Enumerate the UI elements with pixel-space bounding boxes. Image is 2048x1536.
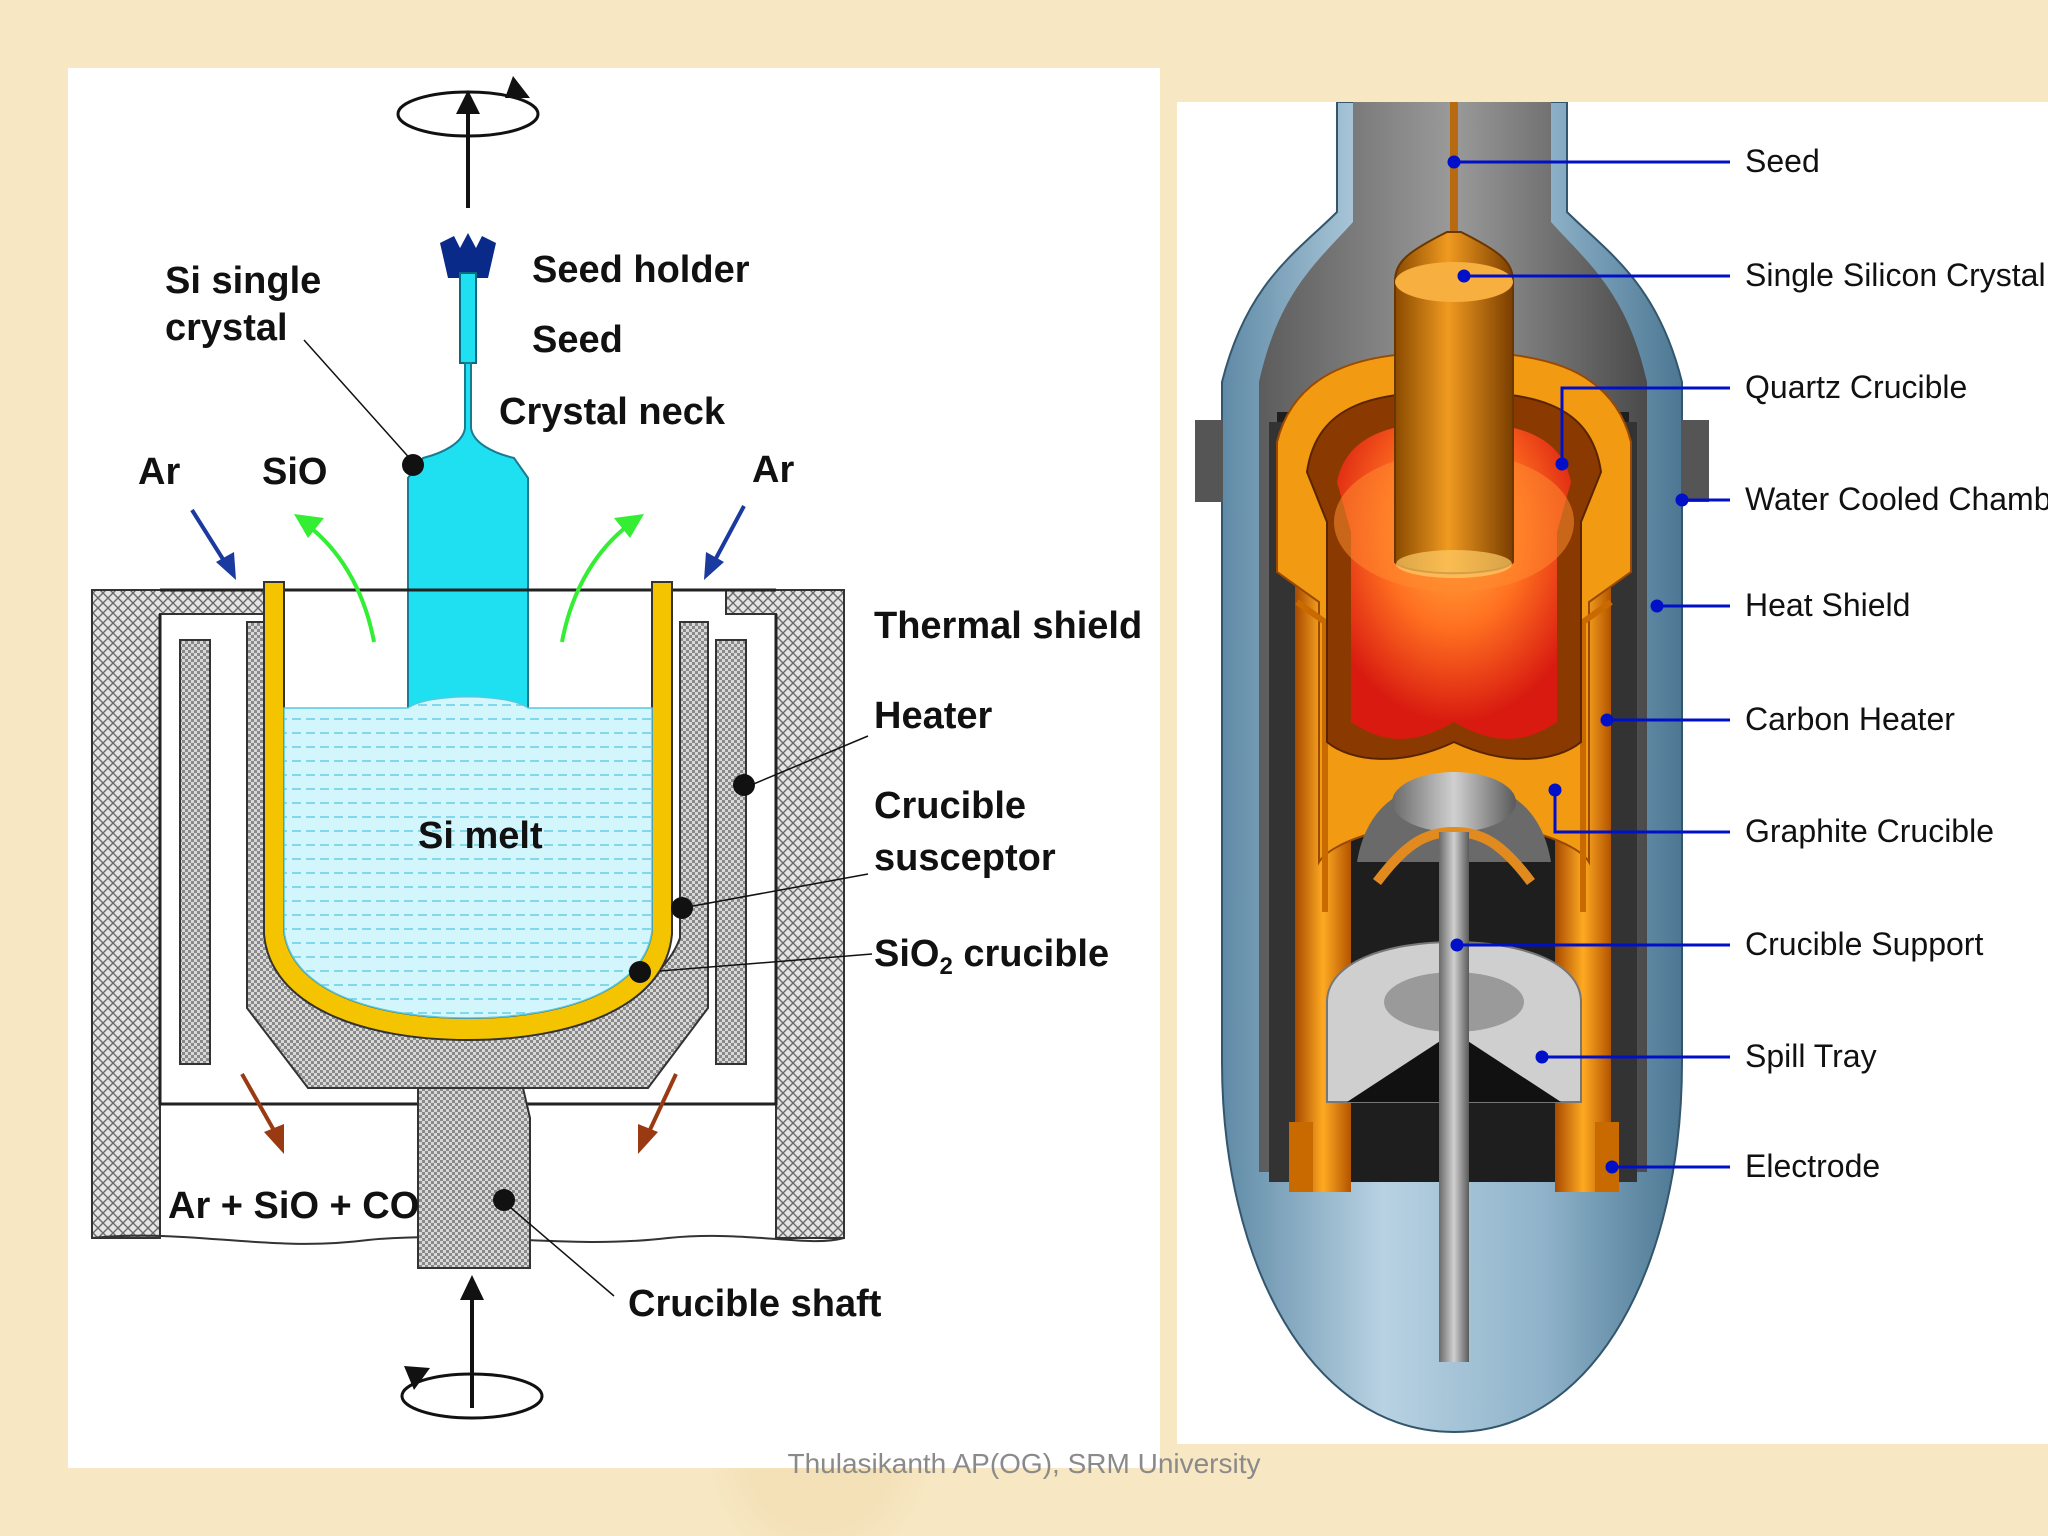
label-crucible-shaft: Crucible shaft	[628, 1283, 882, 1325]
label-sio2-crucible: SiO2 crucible	[874, 933, 1109, 980]
rotation-bottom-icon	[400, 1275, 544, 1420]
seed-holder	[440, 233, 496, 364]
crucible-shaft	[417, 1087, 531, 1269]
crucible-support	[1357, 772, 1551, 886]
label-spill-tray: Spill Tray	[1745, 1038, 1877, 1074]
sio-outflow-left-arrow	[294, 514, 376, 643]
label-seed: Seed	[532, 319, 623, 361]
cz-schematic-panel: Seed holder Seed Crystal neck Si single …	[68, 68, 1160, 1468]
label-seed-holder: Seed holder	[532, 249, 750, 291]
cz-furnace-cutaway-panel: Seed Single Silicon Crystal Quartz Cruci…	[1177, 102, 2048, 1444]
label-sio: SiO	[262, 451, 327, 493]
label-heater: Heater	[874, 695, 992, 737]
electrode	[1289, 1122, 1619, 1192]
label-heat-shield: Heat Shield	[1745, 587, 1910, 623]
exhaust-left-arrow	[240, 1073, 284, 1154]
label-crucible: Crucible	[874, 785, 1026, 827]
label-graphite-crucible: Graphite Crucible	[1745, 813, 1994, 849]
leader-lines	[1447, 155, 1730, 1174]
si-melt	[283, 696, 653, 1019]
heater	[179, 639, 747, 1065]
label-electrode: Electrode	[1745, 1148, 1880, 1184]
label-exhaust: Ar + SiO + CO	[168, 1185, 419, 1227]
label-seed: Seed	[1745, 143, 1820, 179]
label-crucible-support: Crucible Support	[1745, 926, 1983, 962]
cz-furnace-cutaway: Seed Single Silicon Crystal Quartz Cruci…	[1195, 102, 2048, 1434]
label-si-melt: Si melt	[418, 815, 543, 857]
crucible-shaft	[1439, 832, 1469, 1362]
sio-outflow-right-arrow	[560, 514, 644, 643]
ar-inflow-right-arrow	[704, 505, 746, 580]
label-si-single: Si single	[165, 260, 321, 302]
label-susceptor: susceptor	[874, 837, 1056, 879]
label-ar-left: Ar	[138, 451, 180, 493]
ar-inflow-left-arrow	[190, 508, 236, 580]
exhaust-right-arrow	[638, 1073, 678, 1154]
label-water-cooled-chamber: Water Cooled Chamber	[1745, 481, 2048, 517]
cz-schematic-diagram: Seed holder Seed Crystal neck Si single …	[91, 76, 1142, 1420]
label-crystal-neck: Crystal neck	[499, 391, 726, 433]
label-quartz-crucible: Quartz Crucible	[1745, 369, 1967, 405]
label-ar-right: Ar	[752, 449, 794, 491]
footer-credit: Thulasikanth AP(OG), SRM University	[787, 1448, 1261, 1479]
label-crystal: crystal	[165, 307, 288, 349]
leader-lines	[303, 339, 873, 1297]
label-thermal-shield: Thermal shield	[874, 605, 1142, 647]
label-carbon-heater: Carbon Heater	[1745, 701, 1955, 737]
rotation-top-icon	[396, 76, 540, 208]
label-single-silicon-crystal: Single Silicon Crystal	[1745, 257, 2046, 293]
